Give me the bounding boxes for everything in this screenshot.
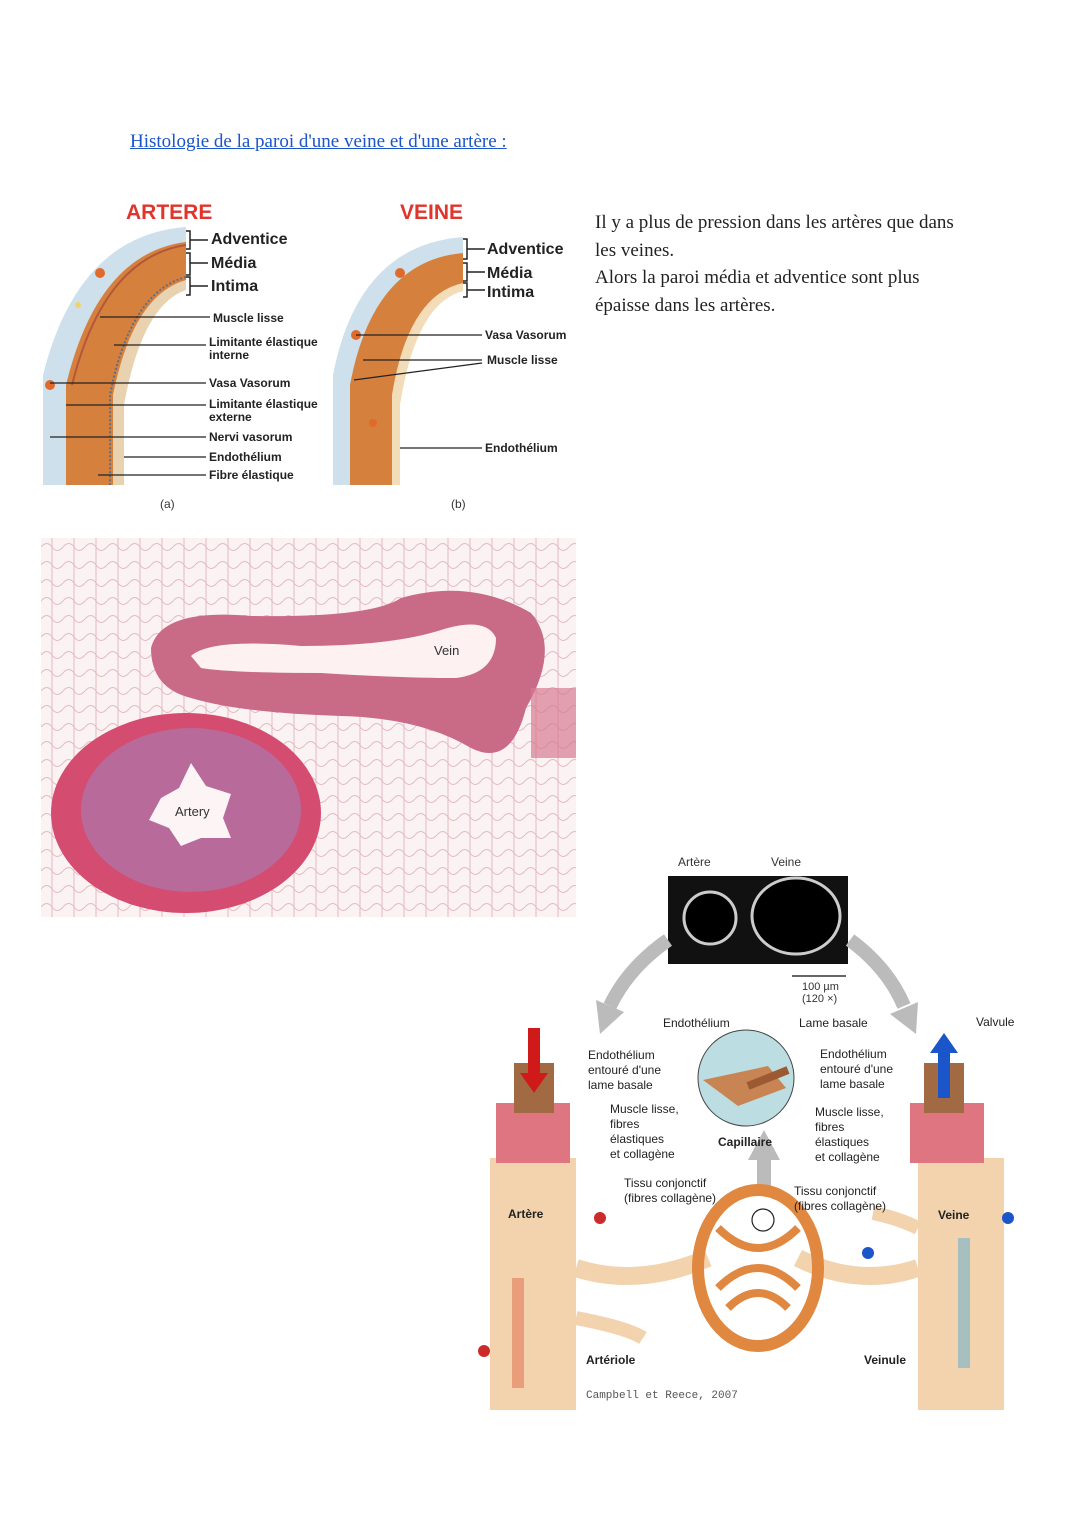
left-label-entoure: entouré d'une <box>588 1063 661 1077</box>
micrograph-artery-label: Artery <box>175 804 210 819</box>
vein-wall-illustration <box>333 237 463 485</box>
micrograph-vein-label: Vein <box>434 643 459 658</box>
center-label-lame-basale: Lame basale <box>799 1016 868 1030</box>
left-label-lame-basale: lame basale <box>588 1078 653 1092</box>
explanation-paragraph: Il y a plus de pression dans les artères… <box>595 209 995 319</box>
paragraph-line: épaisse dans les artères. <box>595 294 776 316</box>
artery-layer-intima: Intima <box>211 278 258 295</box>
right-label-collagene: et collagène <box>815 1150 880 1164</box>
artery-label-externe: externe <box>209 410 252 424</box>
left-label-fibres: fibres <box>610 1117 639 1131</box>
artery-layer-media: Média <box>211 255 256 272</box>
inset-label-veine: Veine <box>771 855 801 869</box>
artery-label-interne: interne <box>209 348 249 362</box>
vessel-label-arteriole: Artériole <box>586 1353 636 1367</box>
artery-label-nervi-vasorum: Nervi vasorum <box>209 430 292 444</box>
center-label-endothelium: Endothélium <box>663 1016 730 1030</box>
vessel-label-veinule: Veinule <box>864 1353 906 1367</box>
scale-label: 100 µm <box>802 981 839 993</box>
center-label-capillaire: Capillaire <box>718 1135 772 1149</box>
right-label-fibres: fibres <box>815 1120 844 1134</box>
vein-layer-intima: Intima <box>487 284 534 301</box>
section-heading-link[interactable]: Histologie de la paroi d'une veine et d'… <box>130 131 507 152</box>
figure-credit: Campbell et Reece, 2007 <box>586 1390 738 1402</box>
right-label-elastiques: élastiques <box>815 1135 869 1149</box>
left-label-elastiques: élastiques <box>610 1132 664 1146</box>
vessel-wall-diagram: ARTERE VEINE Adventice Média Intima Musc… <box>43 201 566 511</box>
artery-label-muscle-lisse: Muscle lisse <box>213 311 284 325</box>
caption-a: (a) <box>160 497 175 511</box>
artery-label-endothelium: Endothélium <box>209 450 282 464</box>
left-label-fibres-collagene: (fibres collagène) <box>624 1191 716 1205</box>
vein-layer-media: Média <box>487 265 532 282</box>
artery-layer-adventice: Adventice <box>211 231 288 248</box>
artery-label-vasa-vasorum: Vasa Vasorum <box>209 376 290 390</box>
paragraph-line: Il y a plus de pression dans les artères… <box>595 212 954 233</box>
artery-wall-illustration <box>43 227 187 485</box>
caption-b: (b) <box>451 497 466 511</box>
right-label-endothelium: Endothélium <box>820 1047 887 1061</box>
right-label-muscle-lisse: Muscle lisse, <box>815 1105 884 1119</box>
vein-label-muscle-lisse: Muscle lisse <box>487 353 558 367</box>
vein-label-endothelium: Endothélium <box>485 441 558 455</box>
vein-label-vasa-vasorum: Vasa Vasorum <box>485 328 566 342</box>
left-label-muscle-lisse: Muscle lisse, <box>610 1102 679 1116</box>
left-label-tissu-conjonctif: Tissu conjonctif <box>624 1176 707 1190</box>
right-label-tissu-conjonctif: Tissu conjonctif <box>794 1184 877 1198</box>
scale-magnification: (120 ×) <box>802 993 837 1005</box>
left-label-endothelium: Endothélium <box>588 1048 655 1062</box>
right-label-entoure: entouré d'une <box>820 1062 893 1076</box>
right-label-lame-basale: lame basale <box>820 1077 885 1091</box>
right-label-valvule: Valvule <box>976 1015 1015 1029</box>
inset-label-artere: Artère <box>678 855 711 869</box>
right-label-fibres-collagene: (fibres collagène) <box>794 1199 886 1213</box>
artery-label-limitante-externe: Limitante élastique <box>209 397 318 411</box>
artery-label-limitante-interne: Limitante élastique <box>209 335 318 349</box>
vessel-label-artere: Artère <box>508 1207 544 1221</box>
vein-title: VEINE <box>400 201 463 224</box>
vessel-label-veine: Veine <box>938 1208 970 1222</box>
left-label-collagene: et collagène <box>610 1147 675 1161</box>
vein-layer-adventice: Adventice <box>487 241 564 258</box>
artery-label-fibre-elastique: Fibre élastique <box>209 468 294 482</box>
histology-micrograph: Vein Artery <box>41 538 576 917</box>
artery-title: ARTERE <box>126 201 212 224</box>
circulation-figure: Artère Veine 100 µm (120 ×) Endothélium … <box>478 855 1015 1410</box>
paragraph-line: les veines. <box>595 239 675 261</box>
paragraph-line: Alors la paroi média et adventice sont p… <box>595 267 920 288</box>
